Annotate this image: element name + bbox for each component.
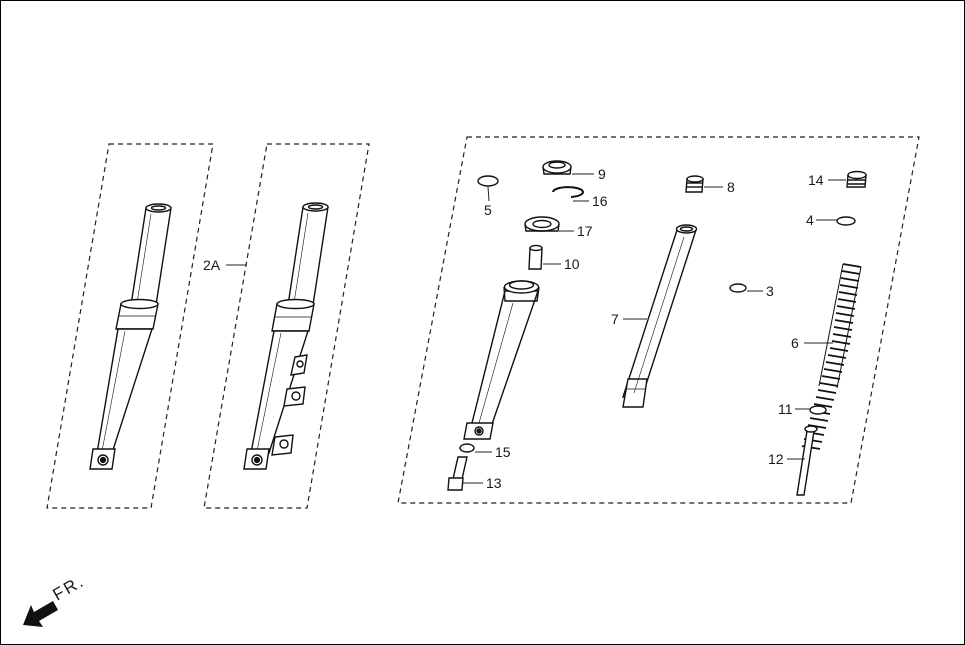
group-frame-parts	[397, 136, 920, 504]
callout-17: 17	[577, 223, 593, 239]
leader-lines	[226, 173, 846, 484]
front-direction-indicator: FR.	[23, 571, 88, 627]
callout-12: 12	[768, 451, 784, 467]
fork-spring	[801, 263, 862, 450]
cap-bolt-14	[846, 170, 867, 188]
washer-15	[459, 443, 475, 453]
o-ring-4	[836, 216, 856, 226]
fork-leg-2A	[243, 202, 329, 470]
outer-tube	[463, 280, 540, 440]
callout-9: 9	[598, 166, 606, 182]
group-frame-fork-2A	[203, 143, 370, 509]
front-direction-label: FR.	[50, 571, 88, 604]
front-arrow-icon	[23, 601, 58, 627]
clip-16	[552, 186, 584, 198]
callout-11: 11	[778, 401, 793, 417]
small-parts	[447, 160, 867, 491]
washer-3	[729, 283, 747, 293]
piston-ring-11	[809, 405, 827, 415]
spring-collar-8	[685, 175, 704, 193]
callout-14: 14	[808, 172, 824, 188]
callout-7: 7	[611, 311, 619, 327]
callout-3: 3	[766, 283, 774, 299]
bush-10	[528, 244, 543, 270]
callout-15: 15	[495, 444, 511, 460]
oil-seal-17	[524, 216, 560, 232]
callout-13: 13	[486, 475, 502, 491]
o-ring-5	[477, 175, 499, 187]
inner-tube	[622, 224, 698, 408]
bolt-13	[447, 456, 468, 491]
dust-seal-9	[542, 160, 572, 175]
callout-4: 4	[806, 212, 814, 228]
callout-8: 8	[727, 179, 735, 195]
callout-labels: 5 9 16 17 10 15 13 8 7 3 14 4 6 11 12 2A	[203, 166, 824, 491]
damper-rod	[796, 425, 818, 496]
callout-2A: 2A	[203, 257, 221, 273]
callout-16: 16	[592, 193, 608, 209]
fork-leg-complete-left	[89, 203, 172, 470]
callout-5: 5	[484, 202, 492, 218]
callout-10: 10	[564, 256, 580, 272]
callout-6: 6	[791, 335, 799, 351]
